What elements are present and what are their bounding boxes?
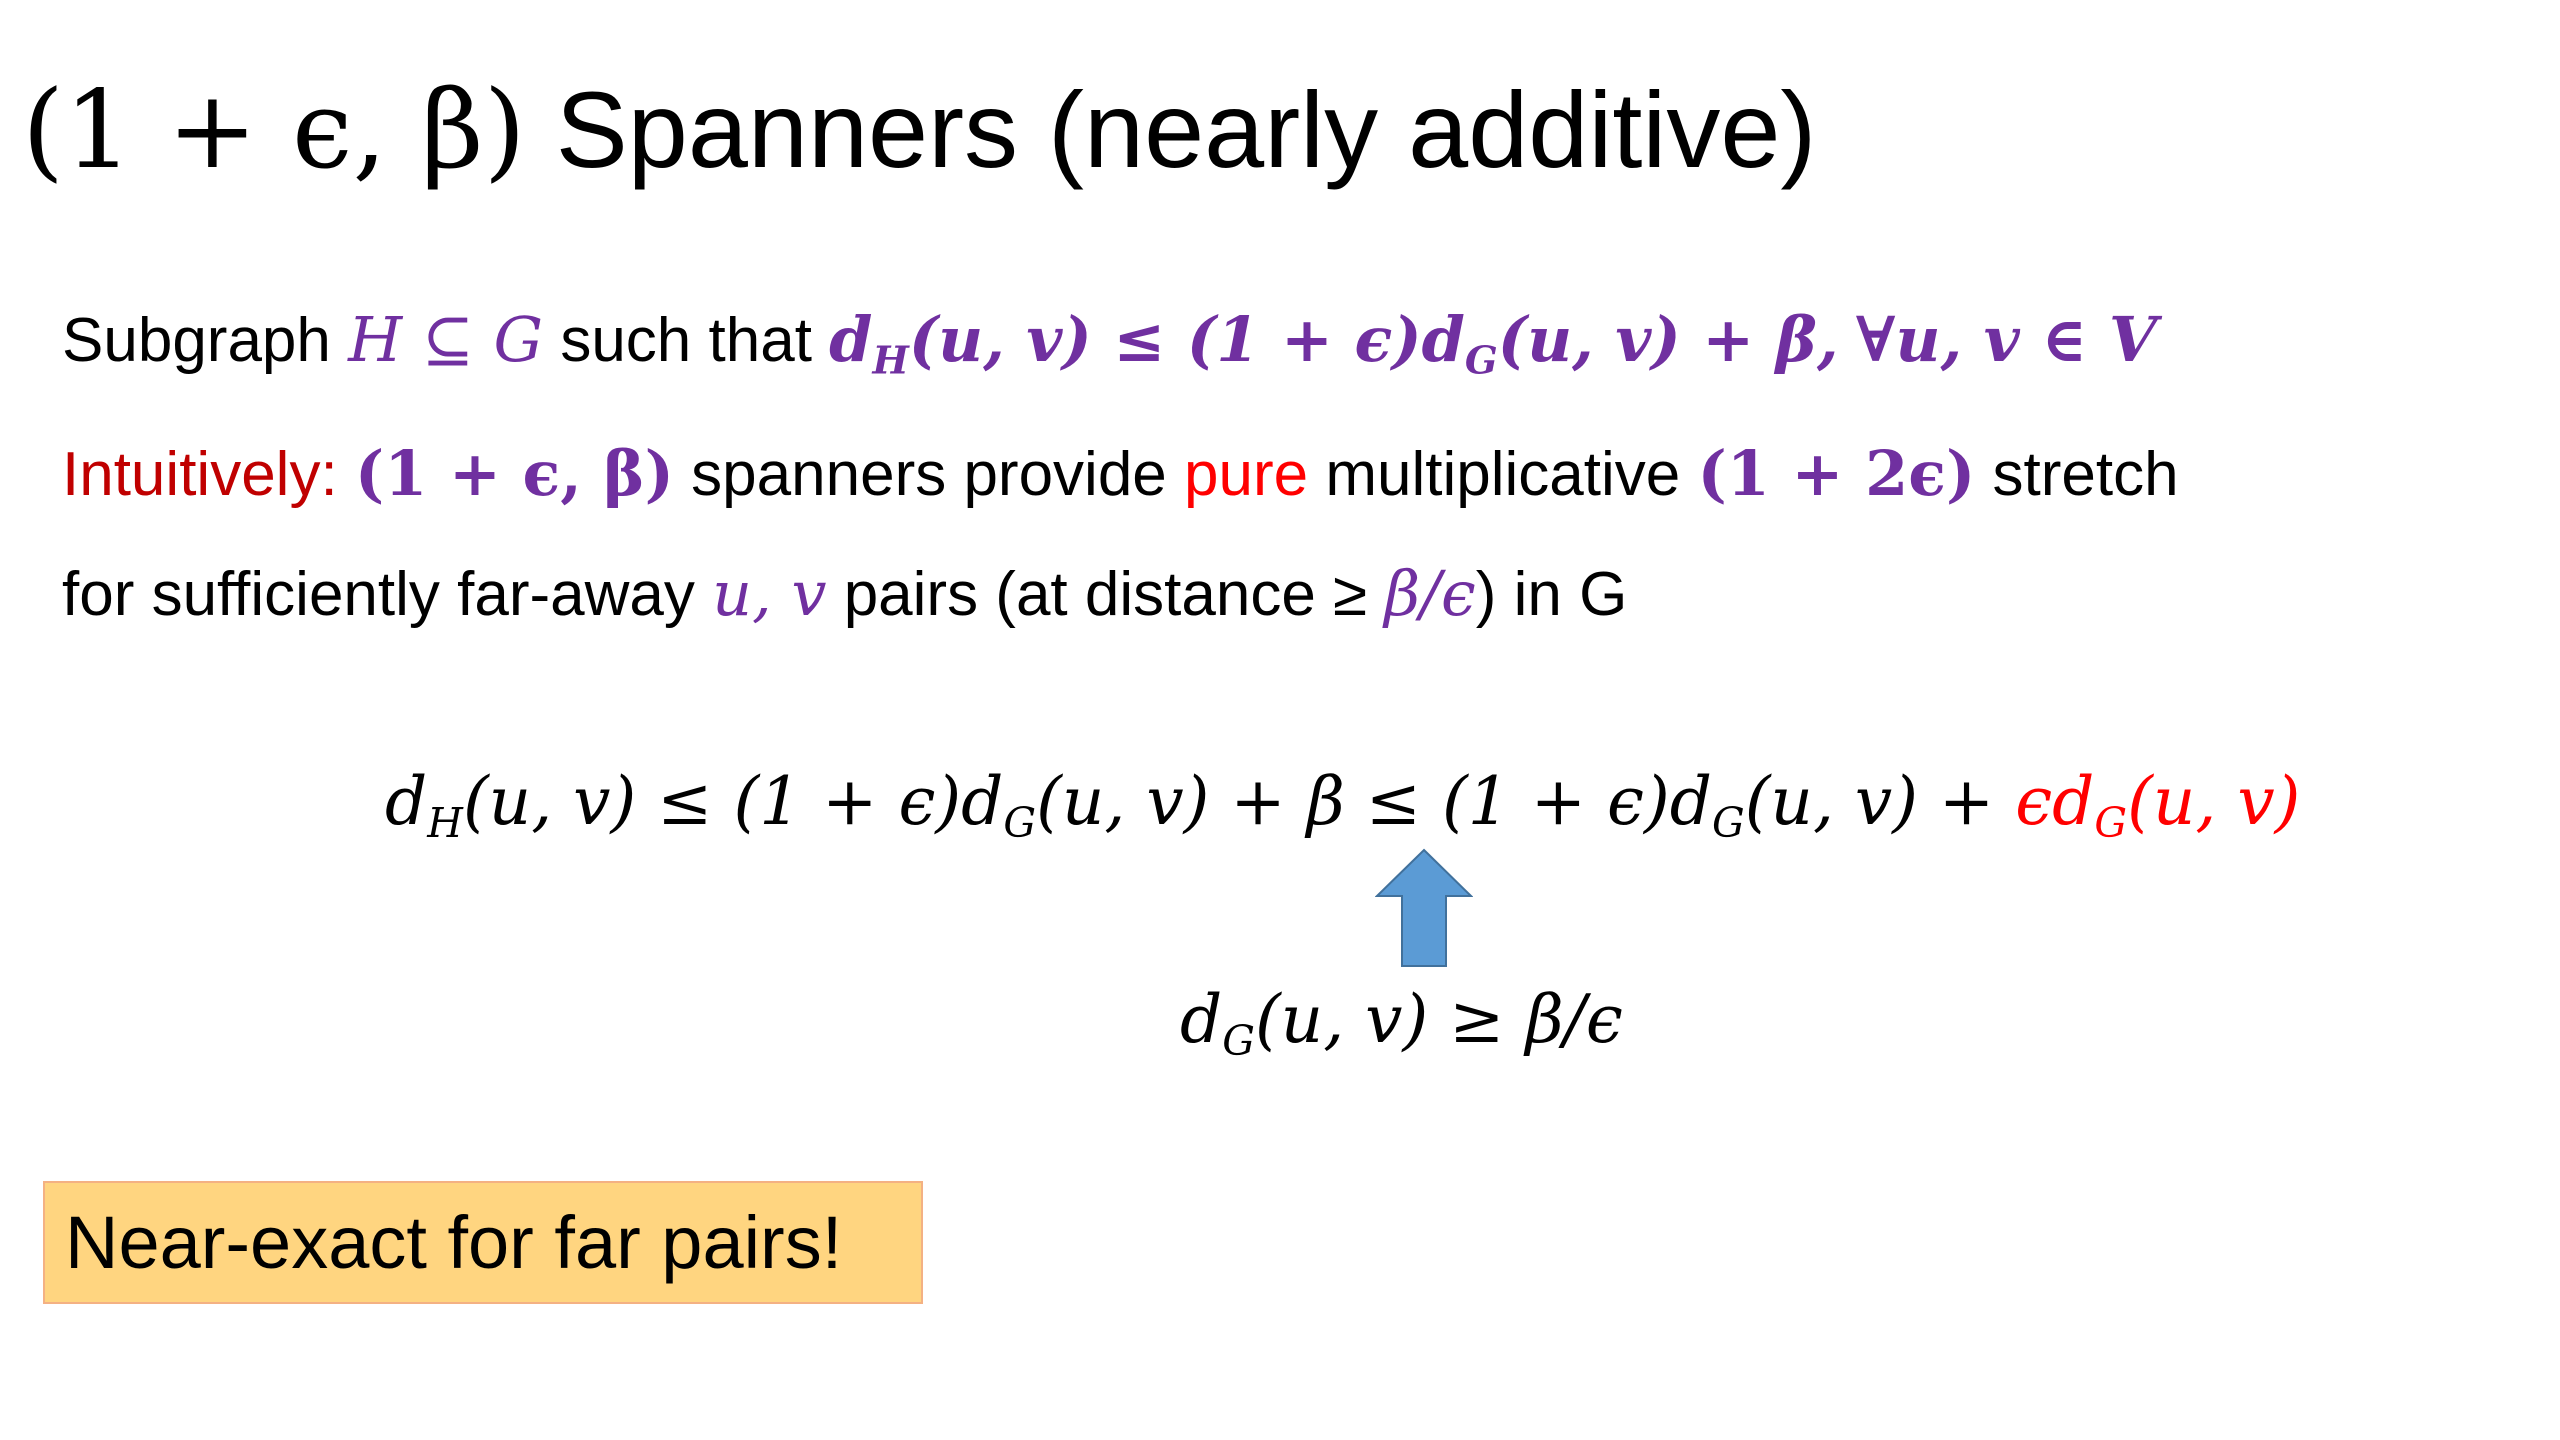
forall-expression: ∀u, v ∈ V	[1855, 303, 2157, 376]
stretch-expression: (1 + 2ϵ)	[1697, 437, 1976, 510]
pure-word: pure	[1184, 440, 1309, 509]
equation-red-sub: G	[2094, 799, 2128, 848]
title-text: Spanners (nearly additive)	[525, 69, 1817, 190]
inequality-sub-g: G	[1464, 338, 1498, 384]
equation-red-part-2: (u, v)	[2127, 763, 2301, 840]
far-pairs-text-2: pairs (at distance ≥	[826, 560, 1385, 629]
params-expression: (1 + ϵ, β)	[354, 437, 674, 510]
equation-part-1: d	[385, 763, 428, 840]
up-arrow-icon	[1375, 848, 1473, 967]
equation-part-2: (u, v) ≤ (1 + ϵ)d	[462, 763, 1004, 840]
far-pairs-line: for sufficiently far-away u, v pairs (at…	[62, 557, 1627, 632]
inequality-expression: dH(u, v) ≤ (1 + ϵ)dG(u, v) + β,	[829, 303, 1839, 380]
callout-text: Near-exact for far pairs!	[65, 1201, 843, 1284]
inequality-part-b: (u, v) ≤ (1 + ϵ)d	[908, 303, 1465, 376]
definition-line: Subgraph H ⊆ G such that dH(u, v) ≤ (1 +…	[62, 303, 2157, 380]
equation-sub-2: G	[1003, 799, 1037, 848]
pair-expression: u, v	[712, 557, 827, 630]
equation-red-term: ϵdG(u, v)	[2015, 763, 2301, 844]
condition-sub: G	[1222, 1017, 1255, 1066]
intuition-text-3: stretch	[1975, 440, 2179, 509]
equation-part-4: (u, v) +	[1744, 763, 2016, 840]
equation-sub-1: H	[427, 799, 463, 848]
condition-part-2: (u, v) ≥ β/ϵ	[1254, 981, 1623, 1058]
callout-box: Near-exact for far pairs!	[43, 1181, 923, 1304]
slide-title: (1 + ϵ, β) Spanners (nearly additive)	[22, 68, 1816, 193]
inequality-sub-h: H	[872, 338, 909, 384]
main-equation: dH(u, v) ≤ (1 + ϵ)dG(u, v) + β ≤ (1 + ϵ)…	[385, 762, 2301, 844]
condition-part-1: d	[1180, 981, 1223, 1058]
intuition-label: Intuitively:	[62, 440, 338, 509]
subset-expression: H ⊆ G	[348, 303, 544, 376]
inequality-part-c: (u, v) + β,	[1497, 303, 1839, 376]
far-pairs-text-3: ) in G	[1475, 560, 1628, 629]
ratio-expression: β/ϵ	[1384, 557, 1476, 630]
inequality-part-a: d	[829, 303, 873, 376]
equation-part-3: (u, v) + β ≤ (1 + ϵ)d	[1036, 763, 1712, 840]
intuition-text-1: spanners provide	[673, 440, 1185, 509]
intuition-line: Intuitively: (1 + ϵ, β) spanners provide…	[62, 437, 2179, 512]
definition-mid: such that	[543, 306, 830, 375]
equation-sub-3: G	[1712, 799, 1745, 848]
condition-equation: dG(u, v) ≥ β/ϵ	[1180, 980, 1623, 1062]
intuition-text-2: multiplicative	[1308, 440, 1698, 509]
title-math: (1 + ϵ, β)	[22, 68, 526, 193]
far-pairs-text-1: for sufficiently far-away	[62, 560, 713, 629]
definition-prefix: Subgraph	[62, 306, 349, 375]
equation-red-part-1: ϵd	[2015, 763, 2095, 840]
